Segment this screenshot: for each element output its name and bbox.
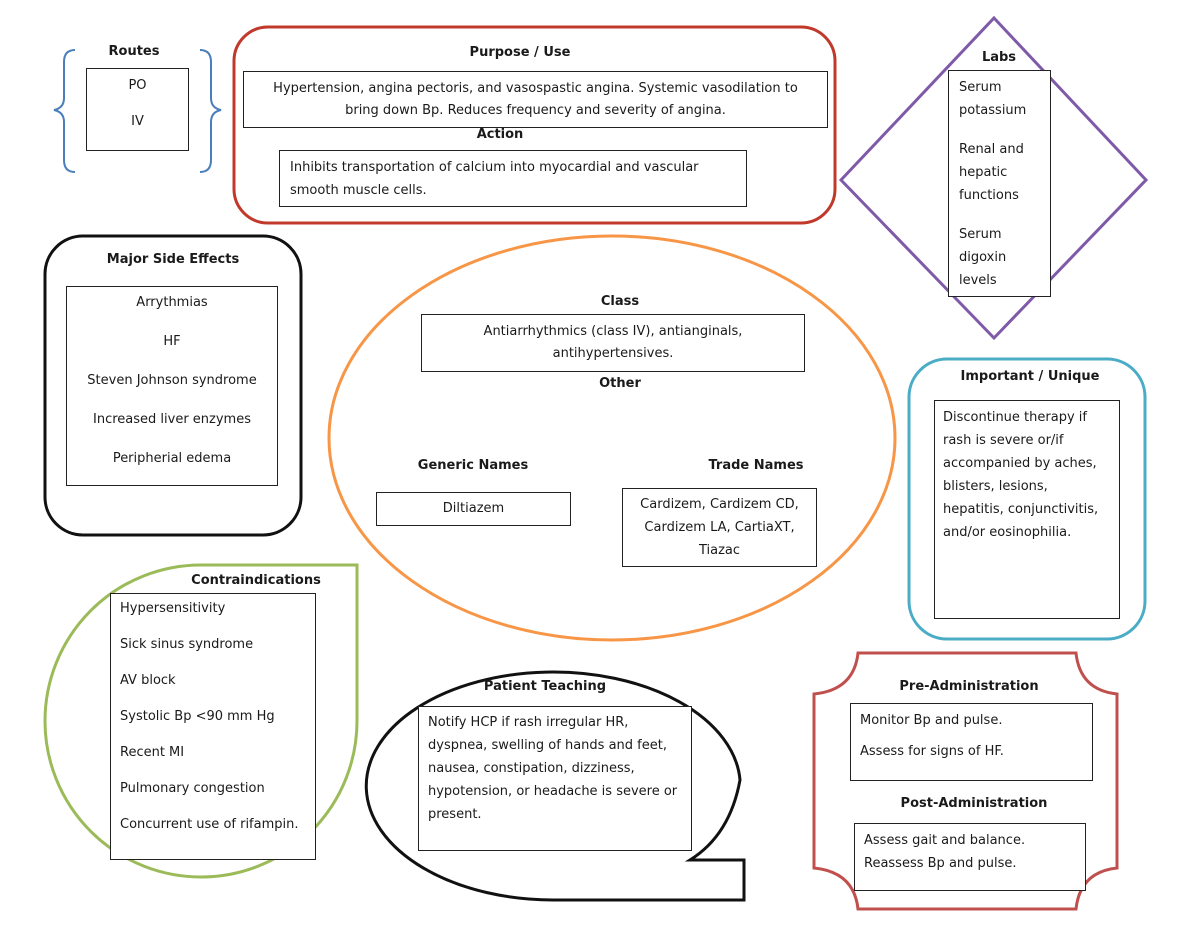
pre-admin-item: Monitor Bp and pulse. (860, 713, 1003, 728)
important-box: Discontinue therapy if rash is severe or… (934, 400, 1120, 619)
purpose-frame (232, 25, 837, 225)
trade-names: Cardizem, Cardizem CD, Cardizem LA, Cart… (640, 497, 799, 558)
route-item: PO (128, 78, 147, 93)
side-effect-item: Increased liver enzymes (93, 412, 251, 427)
contraindication-item: Systolic Bp <90 mm Hg (120, 709, 275, 724)
trade-names-title: Trade Names (708, 458, 804, 473)
important-title: Important / Unique (960, 369, 1100, 384)
contraindications-title: Contraindications (191, 573, 321, 588)
route-item: IV (131, 114, 144, 129)
generic-names-title: Generic Names (417, 458, 529, 473)
contraindication-item: Sick sinus syndrome (120, 637, 254, 652)
pre-admin-title: Pre-Administration (899, 679, 1039, 694)
teaching-text: Notify HCP if rash irregular HR, dyspnea… (428, 715, 678, 822)
labs-diamond (838, 15, 1149, 341)
contraindications-frame (43, 563, 359, 879)
generic-names-box: Diltiazem (376, 492, 571, 526)
side-effects-box: Arrythmias HF Steven Johnson syndrome In… (66, 286, 278, 486)
side-effect-item: HF (163, 334, 181, 349)
important-text: Discontinue therapy if rash is severe or… (943, 410, 1099, 540)
class-text: Antiarrhythmics (class IV), antianginals… (483, 324, 743, 361)
admin-frame (812, 651, 1119, 911)
lab-item: Serum potassium (959, 80, 1027, 118)
class-ellipse (327, 234, 897, 642)
labs-box: Serum potassium Renal and hepatic functi… (948, 70, 1051, 297)
routes-box: PO IV (86, 68, 189, 151)
labs-title: Labs (981, 50, 1017, 65)
pre-admin-box: Monitor Bp and pulse. Assess for signs o… (850, 703, 1093, 781)
contraindications-box: Hypersensitivity Sick sinus syndrome AV … (110, 593, 316, 860)
class-text-box: Antiarrhythmics (class IV), antianginals… (421, 314, 805, 372)
generic-name: Diltiazem (442, 501, 505, 516)
post-admin-box: Assess gait and balance. Reassess Bp and… (854, 823, 1086, 891)
purpose-text: Hypertension, angina pectoris, and vasos… (273, 81, 798, 118)
contraindication-item: Recent MI (120, 745, 185, 760)
contraindication-item: Concurrent use of rifampin. (120, 817, 299, 832)
side-effect-item: Peripherial edema (112, 451, 232, 466)
lab-item: Serum digoxin levels (959, 227, 1007, 288)
pre-admin-item: Assess for signs of HF. (860, 744, 1004, 759)
teaching-box: Notify HCP if rash irregular HR, dyspnea… (418, 706, 692, 851)
side-effect-item: Arrythmias (136, 295, 208, 310)
purpose-text-box: Hypertension, angina pectoris, and vasos… (243, 71, 828, 128)
teaching-title: Patient Teaching (483, 679, 607, 694)
lab-item: Renal and hepatic functions (959, 142, 1024, 203)
contraindication-item: Pulmonary congestion (120, 781, 265, 796)
post-admin-item: Assess gait and balance. (864, 833, 1026, 848)
action-title: Action (476, 127, 524, 142)
class-title: Class (600, 294, 640, 309)
trade-names-box: Cardizem, Cardizem CD, Cardizem LA, Cart… (622, 488, 817, 567)
routes-left-brace (53, 49, 76, 173)
action-text: Inhibits transportation of calcium into … (290, 160, 699, 198)
teaching-bubble (364, 670, 746, 902)
contraindication-item: Hypersensitivity (120, 601, 226, 616)
routes-right-brace (199, 49, 222, 173)
side-effects-title: Major Side Effects (106, 252, 240, 267)
side-effect-item: Steven Johnson syndrome (87, 373, 257, 388)
routes-title: Routes (108, 44, 160, 59)
important-frame (907, 357, 1147, 641)
post-admin-item: Reassess Bp and pulse. (864, 856, 1017, 871)
action-text-box: Inhibits transportation of calcium into … (279, 150, 747, 207)
purpose-title: Purpose / Use (469, 45, 571, 60)
contraindication-item: AV block (120, 673, 176, 688)
other-title: Other (599, 376, 641, 391)
post-admin-title: Post-Administration (900, 796, 1048, 811)
side-effects-frame (43, 234, 303, 537)
